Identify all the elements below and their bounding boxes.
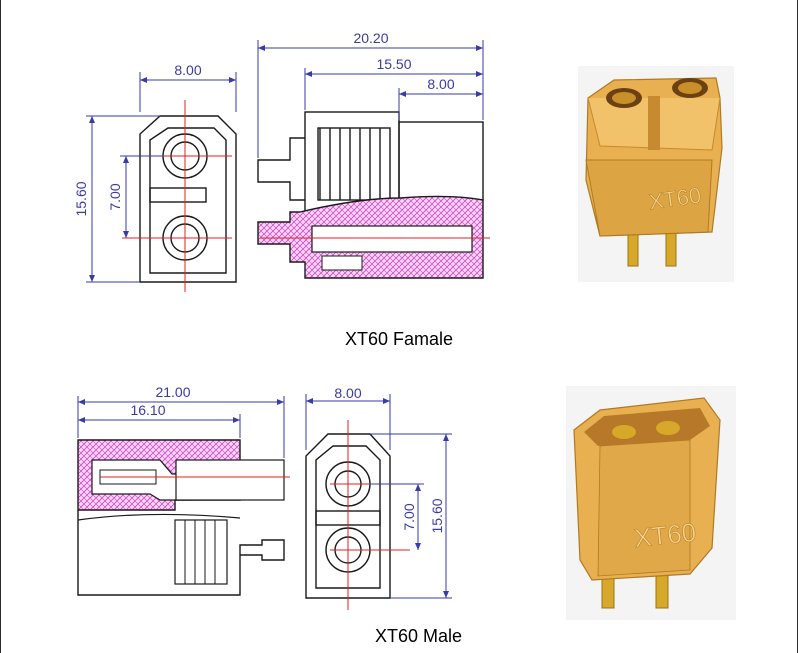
female-side-dimensions	[257, 40, 484, 158]
male-overall-length-dim: 21.00	[155, 384, 190, 400]
female-connector-photo: XT60	[578, 66, 734, 282]
male-front-centerlines	[330, 420, 410, 610]
female-overall-length-dim: 20.20	[353, 30, 388, 46]
male-caption: XT60 Male	[375, 626, 463, 646]
female-height-dim: 15.60	[73, 181, 89, 216]
male-photo-marking: XT60	[633, 517, 698, 553]
female-width-dim: 8.00	[174, 62, 201, 78]
male-height-dim: 15.60	[429, 498, 445, 533]
male-connector-photo: XT60	[566, 386, 736, 620]
female-section-view	[257, 195, 490, 279]
male-pin-spacing-dim: 7.00	[401, 503, 417, 530]
male-side-dimensions	[77, 396, 285, 458]
right-border	[797, 0, 798, 653]
female-front-centerlines	[122, 100, 232, 292]
female-front-dimensions	[86, 72, 237, 283]
male-width-dim: 8.00	[334, 385, 361, 401]
female-caption: XT60 Famale	[345, 329, 454, 349]
female-front-view	[139, 115, 237, 283]
male-front-dimensions	[305, 394, 452, 599]
female-pin-spacing-dim: 7.00	[107, 183, 123, 210]
female-side-view	[257, 111, 484, 213]
male-side-view	[77, 439, 290, 596]
male-body-length-dim: 16.10	[130, 402, 165, 418]
left-border	[0, 0, 1, 653]
female-end-length-dim: 8.00	[427, 76, 454, 92]
female-mid-length-dim: 15.50	[376, 56, 411, 72]
